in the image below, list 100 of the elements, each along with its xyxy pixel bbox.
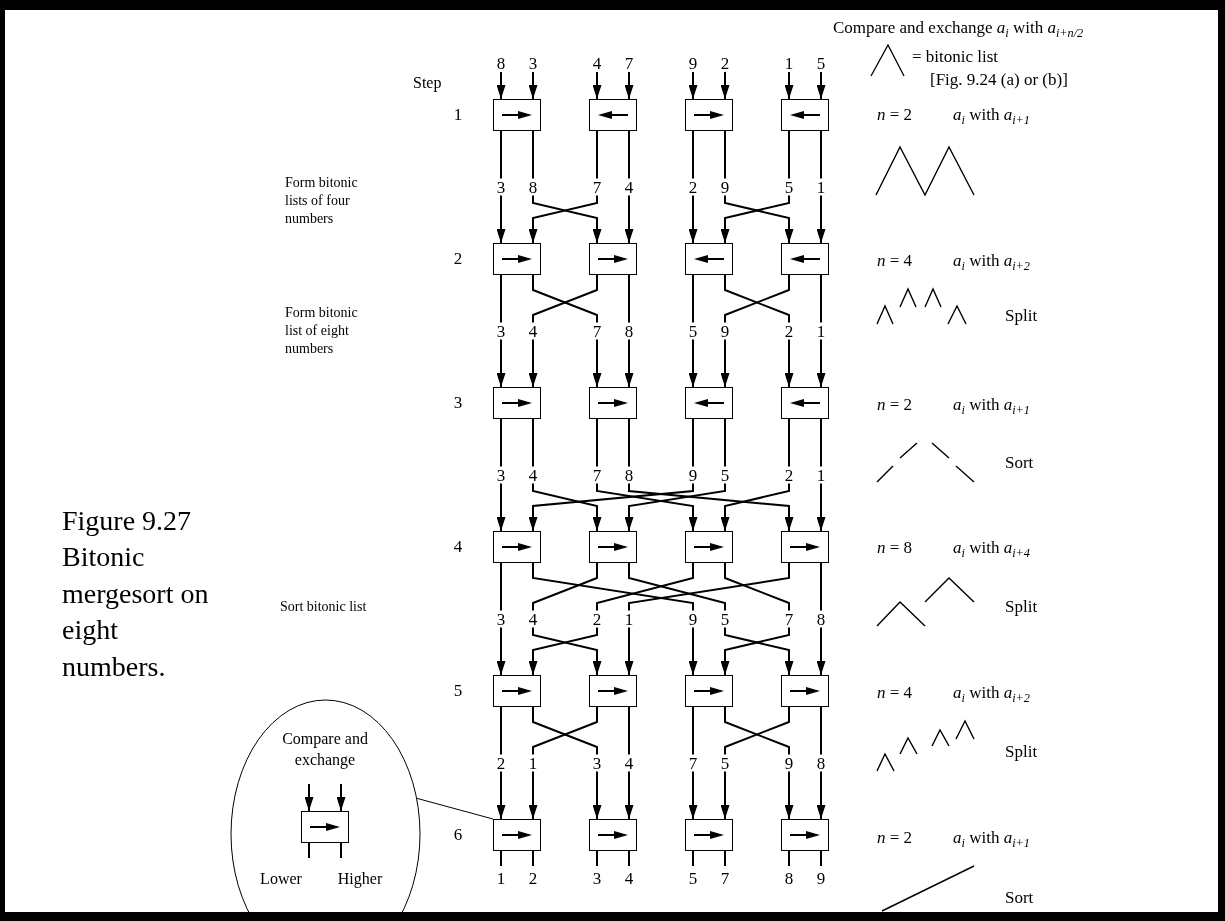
wire [596,850,598,867]
wire [816,71,826,100]
compare-exchange-box [685,99,733,131]
compare-exchange-box [589,819,637,851]
wire [720,71,730,100]
wire [496,71,506,100]
compare-exchange-box [685,819,733,851]
compare-exchange-box [685,675,733,707]
wire [720,418,790,532]
wire-value: 8 [622,466,636,484]
compare-exchange-box [589,243,637,275]
wire-value: 8 [526,178,540,196]
wire [688,274,698,388]
callout-title: Compare and exchange [281,729,369,771]
compare-exchange-box [589,387,637,419]
wire [724,850,726,867]
legend-text: = bitonic list [912,47,999,67]
wire [496,562,506,676]
wire [788,850,790,867]
wire [528,418,694,532]
comparison-label: a$_{i}$ with a$_{i+2}$ [953,683,1030,703]
wire [532,418,602,532]
wire [624,274,634,388]
wire-value: 5 [718,754,732,772]
wire-value: 4 [526,466,540,484]
comparison-label: a$_{i}$ with a$_{i+1}$ [953,828,1030,848]
heading-text: Compare and exchange a$_{i}$ with a$_{i+n/2}$ [833,18,1084,38]
wire [624,130,634,244]
compare-exchange-box [781,819,829,851]
wire-value: 3 [494,322,508,340]
wire [592,71,602,100]
port-label: Higher [336,869,384,890]
compare-exchange-box [589,675,637,707]
phase-label: Sort [1005,888,1034,908]
compare-exchange-box [781,99,829,131]
compare-exchange-box [781,531,829,563]
wire-value: 2 [782,466,796,484]
phase-label: Split [1005,742,1038,762]
compare-exchange-box [685,531,733,563]
compare-exchange-box [781,243,829,275]
wire [624,418,726,532]
compare-exchange-box [685,243,733,275]
wire-value: 5 [718,466,732,484]
phase-label: Split [1005,306,1038,326]
parameter-label: n = 2 [877,828,913,848]
compare-exchange-box [781,675,829,707]
wire [532,562,602,676]
wire-value: 5 [686,322,700,340]
wire-value: 9 [686,466,700,484]
parameter-label: n = 4 [877,683,913,703]
wire-value: 4 [526,610,540,628]
wire [340,842,342,859]
wire [816,130,826,244]
wire-value: 9 [686,610,700,628]
parameter-label: n = 8 [877,538,913,558]
compare-exchange-box [493,531,541,563]
wire [336,783,346,812]
compare-exchange-box [493,675,541,707]
wire [820,850,822,867]
wire-value: 2 [782,322,796,340]
wire [304,783,314,812]
parameter-label: n = 4 [877,251,913,271]
wire-value: 9 [718,322,732,340]
wire [816,418,826,532]
wire-value: 7 [590,466,604,484]
phase-note: Sort bitonic list [280,598,367,616]
compare-exchange-box [493,387,541,419]
step-number: 5 [453,681,463,701]
wire-value: 7 [782,610,796,628]
compare-exchange-box [781,387,829,419]
wire [624,71,634,100]
wire [532,850,534,867]
phase-note: Form bitonic lists of four numbers [285,174,359,229]
comparison-label: a$_{i}$ with a$_{i+2}$ [953,251,1030,271]
wire [816,274,826,388]
phase-label: Split [1005,597,1038,617]
leader-line [416,797,494,820]
wire-value: 3 [590,754,604,772]
wire [308,842,310,859]
wire [628,850,630,867]
step-heading: Step [413,73,442,93]
wire [624,706,634,820]
wire-value: 4 [622,754,636,772]
wire [688,71,698,100]
wire-value: 4 [622,178,636,196]
wire-value: 5 [782,178,796,196]
compare-exchange-box [493,99,541,131]
parameter-label: n = 2 [877,395,913,415]
step-number: 2 [453,249,463,269]
step-number: 1 [453,105,463,125]
wire [596,418,698,532]
wire-value: 9 [782,754,796,772]
compare-exchange-box [589,99,637,131]
step-number: 3 [453,393,463,413]
wire [816,706,826,820]
wire-value: 9 [718,178,732,196]
wire-value: 2 [590,610,604,628]
phase-note: Form bitonic list of eight numbers [285,304,359,359]
wire [496,418,506,532]
figure-caption: Figure 9.27 Bitonic mergesort on eight numbers. [62,504,210,684]
